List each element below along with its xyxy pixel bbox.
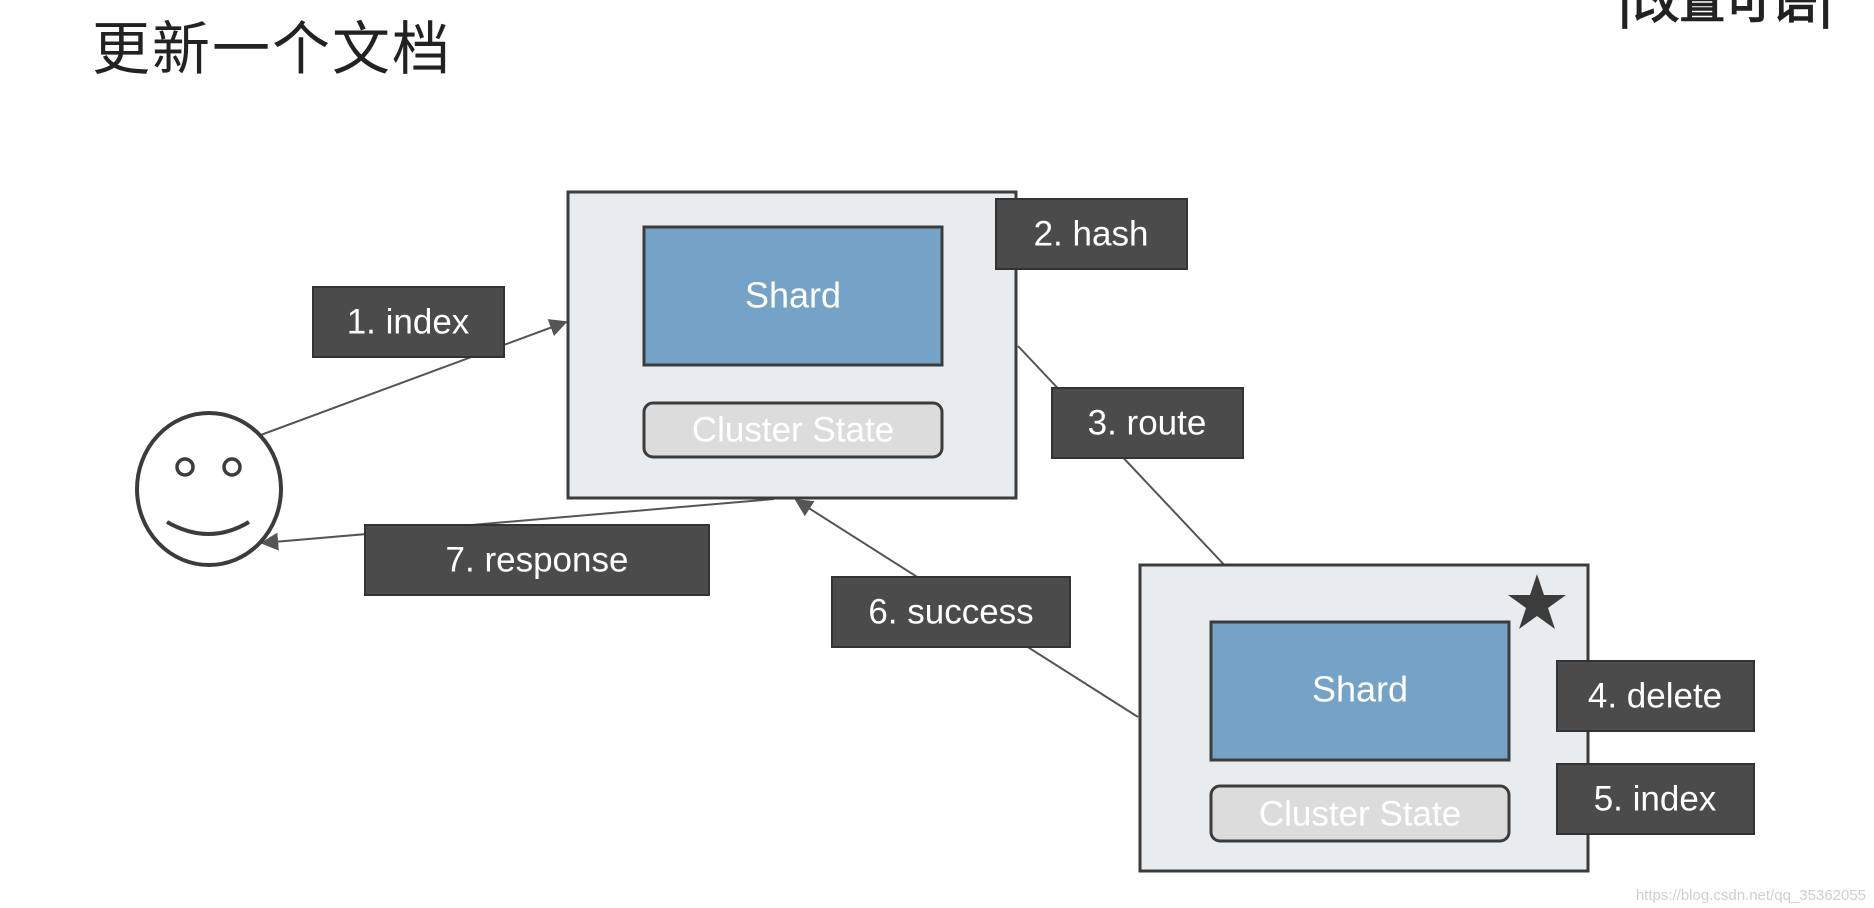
step-label-3-text: 3. route [1088,403,1207,442]
step-label-1: 1. index [312,286,505,358]
watermark: https://blog.csdn.net/qq_35362055 [1635,887,1866,904]
step-label-7-text: 7. response [446,540,629,579]
primary-shard-box [1209,620,1511,762]
primary-cluster-state-box [1209,784,1511,843]
primary-cluster-state-label: Cluster State [1259,794,1461,833]
page-title: 更新一个文档 [92,15,453,83]
step-label-5-text: 5. index [1594,779,1717,818]
step-label-6-text: 6. success [868,592,1033,631]
coordinator-shard-box [642,225,944,367]
arrow-index-request [257,319,568,437]
arrow-response [260,498,775,551]
step-label-4: 4. delete [1556,660,1755,732]
top-right-cut-text: |改置可语| [1616,0,1834,29]
step-label-4-text: 4. delete [1588,676,1722,715]
step-label-3: 3. route [1051,387,1244,459]
smiley-face-icon [135,411,283,567]
coordinator-node: Shard Cluster State [566,190,1018,500]
step-label-2: 2. hash [995,198,1188,270]
step-label-7: 7. response [364,524,710,596]
coordinator-shard-label: Shard [745,275,841,316]
step-label-6: 6. success [831,576,1071,648]
coordinator-cluster-state-label: Cluster State [692,410,894,449]
coordinator-cluster-state-box [642,401,944,459]
step-label-2-text: 2. hash [1034,214,1149,253]
step-label-1-text: 1. index [347,302,470,341]
step-label-5: 5. index [1556,763,1755,835]
primary-node: Shard Cluster State [1138,563,1590,873]
star-icon [1508,574,1566,629]
primary-shard-label: Shard [1312,669,1408,710]
